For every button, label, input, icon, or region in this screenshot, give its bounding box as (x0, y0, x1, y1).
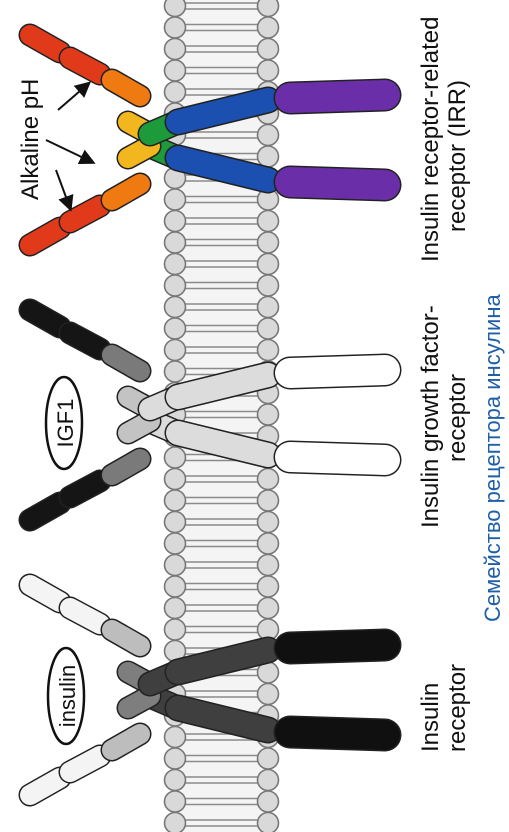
lipid-head (258, 684, 279, 705)
insulin-receptor-outer-domain-b (70, 756, 100, 772)
irr-receptor-outer-domain-b (70, 206, 100, 222)
lipid-head (258, 555, 279, 576)
lipid-head (258, 748, 279, 769)
irr-receptor-mid-domain (112, 80, 140, 96)
lipid-head (165, 447, 186, 468)
lipid-head (165, 297, 186, 318)
lipid-head (258, 598, 279, 619)
lipid-head (165, 813, 186, 832)
lipid-head (258, 512, 279, 533)
lipid-head (165, 275, 186, 296)
lipid-head (258, 297, 279, 318)
lipid-head (165, 512, 186, 533)
lipid-head (165, 490, 186, 511)
lipid-head (258, 469, 279, 490)
igf1-receptor-hinge-domain (128, 421, 150, 433)
lipid-head (165, 340, 186, 361)
igf1-receptor-outer-domain-b (70, 333, 100, 349)
igf1-receptor-outer-domain-b (70, 481, 100, 497)
insulin-receptor-mid-domain (112, 734, 140, 750)
lipid-head (165, 17, 186, 38)
irr-receptor-label-line1: Insulin receptor-related (417, 17, 444, 262)
lipid-head (258, 39, 279, 60)
igf1-receptor-mid-domain (112, 355, 140, 371)
arrow (46, 140, 92, 162)
lipid-head (165, 791, 186, 812)
lipid-head (165, 211, 186, 232)
igf1-receptor-label-line2: receptor (444, 374, 471, 462)
lipid-head (258, 576, 279, 597)
lipid-head (165, 748, 186, 769)
insulin-receptor-outer-domain-b (70, 608, 100, 624)
lipid-head (165, 361, 186, 382)
lipid-head (165, 619, 186, 640)
irr-receptor-intracellular-domain (290, 182, 385, 185)
igf1-receptor-intracellular-domain (290, 370, 385, 373)
lipid-head (258, 770, 279, 791)
lipid-head (165, 727, 186, 748)
lipid-head (165, 82, 186, 103)
igf1-receptor-intracellular-domain (290, 457, 385, 460)
alkaline-ph-arrows (46, 84, 92, 208)
lipid-head (258, 340, 279, 361)
insulin-receptor-label-line1: Insulin (417, 683, 444, 752)
irr-receptor-intracellular-domain (290, 95, 385, 98)
lipid-head (165, 232, 186, 253)
igf1-ligand: IGF1 (46, 377, 82, 469)
lipid-head (165, 469, 186, 490)
insulin-receptor-hinge-domain (128, 696, 150, 708)
arrow (58, 84, 88, 110)
insulin-receptor-intracellular-domain (290, 732, 385, 735)
insulin-ligand: insulin (48, 648, 84, 744)
alkaline-ph-label: Alkaline pH (17, 79, 44, 200)
lipid-head (165, 0, 186, 17)
lipid-head (165, 189, 186, 210)
irr-receptor-mid-domain (112, 184, 140, 200)
igf1-receptor-mid-domain (112, 459, 140, 475)
lipid-head (165, 598, 186, 619)
insulin-receptor-mid-domain (112, 630, 140, 646)
lipid-head (258, 318, 279, 339)
irr-receptor-outer-domain-b (70, 58, 100, 74)
lipid-head (258, 275, 279, 296)
lipid-head (258, 490, 279, 511)
lipid-head (258, 17, 279, 38)
lipid-head (165, 533, 186, 554)
lipid-head (165, 60, 186, 81)
lipid-head (258, 146, 279, 167)
lipid-head (258, 125, 279, 146)
lipid-head (258, 533, 279, 554)
lipid-head (258, 254, 279, 275)
lipid-head (165, 318, 186, 339)
insulin-ligand-label: insulin (55, 665, 80, 727)
lipid-head (258, 60, 279, 81)
lipid-head (258, 232, 279, 253)
lipid-head (165, 254, 186, 275)
lipid-head (165, 770, 186, 791)
lipid-head (165, 576, 186, 597)
igf1-ligand-label: IGF1 (53, 399, 78, 448)
insulin-receptor-intracellular-domain (290, 645, 385, 648)
lipid-head (258, 813, 279, 832)
figure-caption: Семейство рецептора инсулина (480, 294, 505, 622)
insulin-receptor-label-line2: receptor (444, 664, 471, 752)
lipid-head (258, 211, 279, 232)
lipid-head (258, 404, 279, 425)
lipid-head (165, 555, 186, 576)
igf1-receptor-label-line1: Insulin growth factor- (417, 305, 444, 528)
lipid-head (258, 791, 279, 812)
lipid-head (165, 39, 186, 60)
irr-receptor-label-line2: receptor (IRR) (444, 80, 471, 232)
lipid-head (258, 0, 279, 17)
arrow (56, 170, 70, 208)
irr-receptor-hinge-domain (128, 146, 150, 158)
